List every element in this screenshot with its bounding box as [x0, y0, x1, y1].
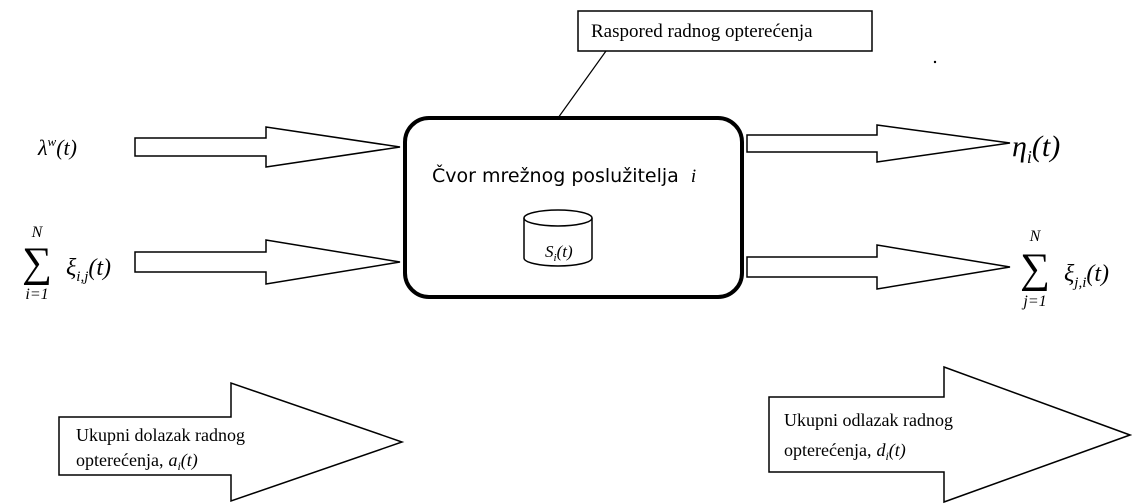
lambda-label: λw(t) — [37, 134, 77, 160]
storage-cylinder-icon — [523, 209, 593, 267]
svg-text:ξi,j(t): ξi,j(t) — [66, 255, 111, 285]
arrival-arrow — [58, 381, 405, 503]
svg-text:j=1: j=1 — [1021, 293, 1046, 310]
arrival-line2: opterećenja,ai(t) — [76, 450, 198, 473]
callout-box — [577, 10, 873, 52]
svg-text:N: N — [1029, 228, 1042, 245]
input-summation-label: N ∑ i=1 ξi,j(t) — [22, 224, 111, 303]
eta-label: ηi(t) — [1012, 130, 1060, 167]
storage-subscript: i — [554, 252, 557, 264]
output-summation-label: N ∑ j=1 ξj,i(t) — [1020, 228, 1109, 310]
input-arrow-lambda — [134, 126, 401, 168]
departure-line1: Ukupni odlazak radnog — [784, 410, 953, 430]
server-node-box — [403, 116, 744, 299]
output-arrow-sum — [746, 244, 1011, 290]
callout-connector — [557, 50, 607, 119]
input-arrow-sum — [134, 239, 401, 285]
svg-text:i=1: i=1 — [25, 286, 48, 303]
svg-text:ξj,i(t): ξj,i(t) — [1064, 261, 1109, 291]
svg-text:Čvor mrežnog poslužitelja: Čvor mrežnog poslužitelja i — [432, 163, 696, 187]
storage-arg: (t) — [557, 242, 573, 261]
arrival-line1: Ukupni dolazak radnog — [76, 425, 245, 445]
svg-text:∑: ∑ — [22, 240, 52, 286]
server-node-title: Čvor mrežnog poslužitelja — [432, 163, 679, 187]
svg-text:Si(t): Si(t) — [545, 242, 573, 264]
callout-label: Raspored radnog opterećenja — [591, 21, 813, 42]
svg-text:N: N — [31, 224, 44, 241]
departure-line2: opterećenja,di(t) — [784, 440, 906, 463]
storage-symbol: S — [545, 242, 554, 261]
output-arrow-eta — [746, 124, 1011, 163]
server-node-index: i — [691, 166, 696, 187]
departure-arrow — [768, 365, 1132, 504]
stray-dot — [933, 60, 937, 64]
svg-text:∑: ∑ — [1020, 246, 1050, 292]
